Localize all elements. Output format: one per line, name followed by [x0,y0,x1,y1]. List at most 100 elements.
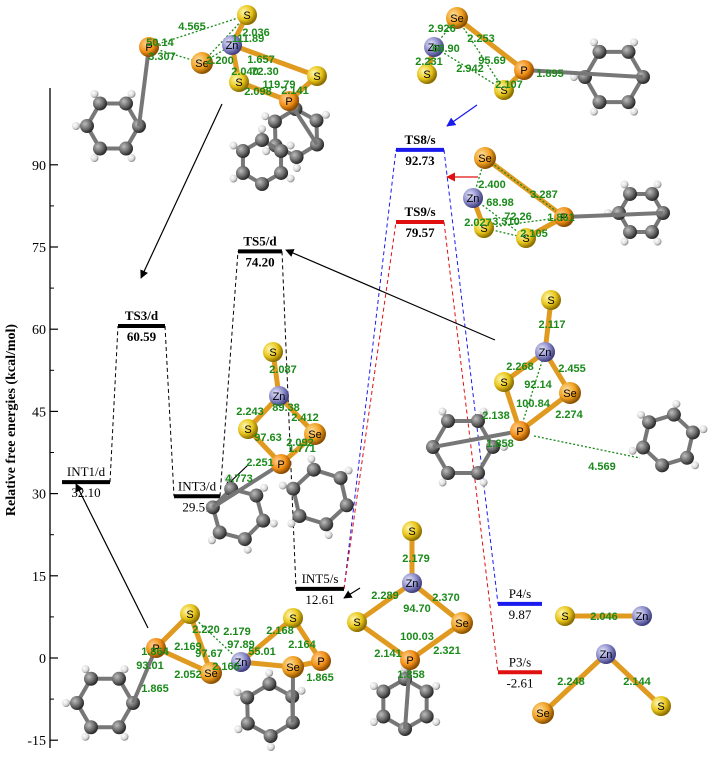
carbon-atom [621,95,636,110]
measurement-label: 1.771 [288,443,316,455]
level-value: 12.61 [305,592,334,607]
atom-symbol: Se [308,429,321,441]
hydrogen-atom [691,461,700,470]
level-ts9: TS9/s79.57 [396,204,444,240]
atom-s [283,608,303,628]
y-tick-label: -15 [27,734,46,749]
measurement-label: 72.26 [504,211,532,223]
atom-symbol: P [152,643,159,655]
measurement-label: 66.90 [432,43,460,55]
measurement-label: 97.89 [227,639,255,651]
bond [239,616,295,664]
carbon-atom [292,509,307,524]
atom-symbol: S [500,85,507,97]
measurement-label: 1.865 [306,672,334,684]
level-value: 79.57 [405,225,435,240]
arrow-int1 [75,483,149,629]
level-value: 74.20 [245,254,274,269]
hydrogen-atom [630,38,638,47]
carbon-atom [70,696,84,710]
measurement-label: 2.926 [428,23,456,35]
atom-se [532,702,554,724]
level-value: 92.73 [405,153,435,168]
carbon-atom [263,728,278,743]
y-axis-label: Relative free energies (kcal/mol) [4,324,19,517]
measurement-label: 2.179 [402,553,430,565]
carbon-atom [93,141,107,156]
measurement-label: 2.412 [291,412,319,424]
hydrogen-atom [257,125,266,134]
measurement-label: 2.179 [223,626,251,638]
carbon-atom [339,498,354,513]
atom-s [555,606,575,626]
measurement-label: 89.38 [272,402,300,414]
carbon-atom [286,481,301,496]
carbon-atom [485,439,500,454]
atom-symbol: Zn [636,611,649,623]
measurement-label: 1.861 [547,212,575,224]
arrow-ts3 [140,103,223,279]
hydrogen-atom [590,107,598,116]
atom-symbol: Zn [600,649,613,661]
measurement-label: 72.30 [251,66,279,78]
measurement-label: 2.169 [174,641,202,653]
measurement-label: 2.105 [520,228,548,240]
atom-symbol: S [269,347,276,359]
measurement-label: 2.138 [482,410,510,422]
measurement-label: 2.166 [212,661,240,673]
level-ts5: TS5/d74.20 [238,233,282,269]
structure-arrows [75,103,496,629]
measurement-label: 97.67 [195,648,223,660]
hydrogen-atom [297,686,306,695]
bond [563,211,664,219]
atom-symbol: P [317,656,324,668]
atom-symbol: S [235,77,242,89]
measurement-label: 4.569 [588,461,616,473]
atom-symbol: S [480,223,487,235]
hydrogen-atom [269,519,278,528]
contact-line [433,46,505,91]
atom-zn [269,386,289,406]
arrow-int5 [343,587,361,599]
level-p4: P4/s9.87 [498,586,542,622]
atom-symbol: P [560,212,567,224]
atom-symbol: P [520,65,527,77]
hydrogen-atom [590,38,598,47]
hydrogen-atom [224,474,233,483]
measurement-label: 2.141 [374,648,402,660]
atom-symbol: S [423,69,430,81]
measurement-label: 2.098 [244,86,272,98]
carbon-atom [249,488,264,503]
measurement-label: 1.858 [486,438,514,450]
level-int1: INT1/d32.10 [62,464,110,500]
measurement-label: 2.370 [432,592,460,604]
carbon-atom [319,517,334,532]
carbon-atom [256,513,271,528]
carbon-atom [333,470,348,485]
atom-se [446,7,468,29]
contact-line [484,157,565,218]
bond [355,580,414,625]
y-tick-label: 15 [32,570,46,585]
contact-line [519,351,546,432]
hydrogen-atom [620,237,629,246]
atom-s [494,80,514,100]
measurement-label: 1.895 [536,68,564,80]
connector-INT5-TS9 [343,221,397,589]
carbon-atom [237,532,252,547]
hydrogen-atom [234,725,243,734]
hydrogen-atom [120,732,129,741]
level-label: TS3/d [125,308,159,323]
hydrogen-atom [699,425,708,434]
hydrogen-atom [479,407,488,416]
hydrogen-atom [292,163,301,172]
measurement-label: 100.84 [516,398,551,410]
measurement-label: 2.231 [415,56,443,68]
measurement-label: 93.01 [136,660,164,672]
hydrogen-atom [630,107,638,116]
measurement-label: 2.087 [269,364,297,376]
measurement-label: 2.253 [467,33,495,45]
bond [604,652,663,708]
